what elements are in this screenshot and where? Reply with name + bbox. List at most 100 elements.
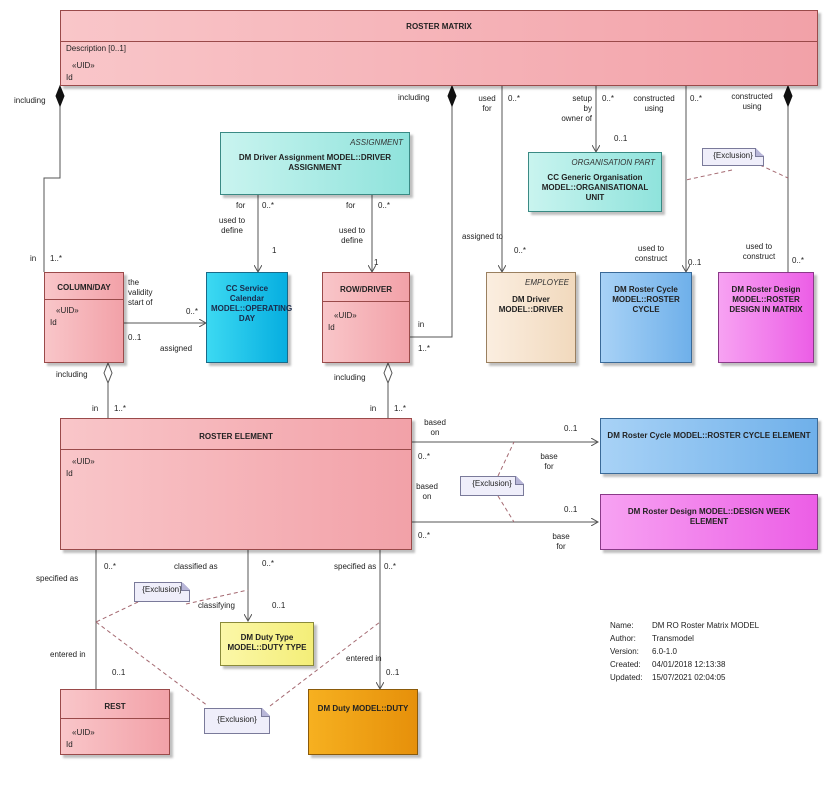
label-including-4: including xyxy=(334,373,366,382)
label-mult-od-many: 0..* xyxy=(186,307,199,316)
exclusion-link-mid-1 xyxy=(497,441,515,477)
roster-cycle-class[interactable]: DM Roster Cycle MODEL::ROSTER CYCLE xyxy=(600,272,692,363)
label-classified-as: classified as xyxy=(174,562,218,571)
meta-name: DM RO Roster Matrix MODEL xyxy=(652,621,760,630)
label-mult-org: 0..1 xyxy=(614,134,628,143)
label-base-for-1: base for xyxy=(540,452,558,471)
label-mult-ei2: 0..1 xyxy=(386,668,400,677)
driver-assignment-title: DM Driver Assignment MODEL::DRIVER ASSIG… xyxy=(238,153,392,172)
label-mult-cd: 0..1 xyxy=(128,333,142,342)
roster-design-title: DM Roster Design MODEL::ROSTER DESIGN IN… xyxy=(729,285,803,314)
roster-matrix-title: ROSTER MATRIX xyxy=(406,22,472,31)
roster-cycle-element-title: DM Roster Cycle MODEL::ROSTER CYCLE ELEM… xyxy=(607,431,811,440)
exclusion-link-top-2 xyxy=(759,164,789,179)
label-mult-assigned-to: 0..* xyxy=(514,246,527,255)
roster-element-attr-id: Id xyxy=(66,469,73,478)
duty-class[interactable]: DM Duty MODEL::DUTY xyxy=(308,689,418,755)
column-day-class[interactable]: COLUMN/DAY «UID» Id xyxy=(44,272,124,363)
label-mult-re2: 0..* xyxy=(418,531,431,540)
rest-separator xyxy=(61,718,169,719)
label-in-2: in xyxy=(418,320,425,329)
column-day-attr-id: Id xyxy=(50,318,57,327)
organisation-stereotype: ORGANISATION PART xyxy=(571,158,655,167)
label-mult-rce: 0..1 xyxy=(564,424,578,433)
label-mult-sa1: 0..* xyxy=(104,562,117,571)
label-for-1: for xyxy=(236,201,246,210)
operating-day-title: CC Service Calendar MODEL::OPERATING DAY xyxy=(211,284,293,323)
row-driver-class[interactable]: ROW/DRIVER «UID» Id xyxy=(322,272,410,363)
label-used-to-define-1: used to define xyxy=(218,216,246,235)
roster-element-uid-stereotype: «UID» xyxy=(72,457,95,466)
rest-attr-id: Id xyxy=(66,740,73,749)
label-mult-cycle: 0..1 xyxy=(688,258,702,267)
label-in-3: in xyxy=(92,404,99,413)
link-matrix-row xyxy=(410,105,453,338)
roster-element-class[interactable]: ROSTER ELEMENT «UID» Id xyxy=(60,418,412,550)
label-mult-da2: 0..* xyxy=(378,201,391,210)
exclusion-link-mid-2 xyxy=(497,495,515,523)
roster-matrix-class[interactable]: ROSTER MATRIX Description [0..1] «UID» I… xyxy=(60,10,818,86)
driver-class[interactable]: EMPLOYEE DM Driver MODEL::DRIVER xyxy=(486,272,576,363)
label-used-to-construct-2: used to construct xyxy=(742,242,776,261)
label-mult-cl: 0..1 xyxy=(272,601,286,610)
operating-day-class[interactable]: CC Service Calendar MODEL::OPERATING DAY xyxy=(206,272,293,363)
meta-version: 6.0-1.0 xyxy=(652,647,677,656)
roster-element-separator xyxy=(61,449,411,450)
row-driver-attr-id: Id xyxy=(328,323,335,332)
label-mult-cu1: 0..* xyxy=(690,94,703,103)
duty-type-class[interactable]: DM Duty Type MODEL::DUTY TYPE xyxy=(220,622,314,666)
exclusion-note-bottom[interactable]: {Exclusion} xyxy=(204,708,270,734)
label-including-3: including xyxy=(56,370,88,379)
driver-assignment-class[interactable]: ASSIGNMENT DM Driver Assignment MODEL::D… xyxy=(220,132,410,195)
meta-created: 04/01/2018 12:13:38 xyxy=(652,660,726,669)
column-day-separator xyxy=(45,299,123,300)
roster-cycle-element-class[interactable]: DM Roster Cycle MODEL::ROSTER CYCLE ELEM… xyxy=(600,418,818,474)
roster-matrix-uid-stereotype: «UID» xyxy=(72,61,95,70)
label-based-on-2: based on xyxy=(416,482,438,501)
label-assigned: assigned xyxy=(160,344,193,353)
aggregation-diamond-1 xyxy=(103,361,113,385)
column-day-title: COLUMN/DAY xyxy=(57,283,111,292)
rest-class[interactable]: REST «UID» Id xyxy=(60,689,170,755)
meta-name-label: Name: xyxy=(610,621,634,630)
label-used-to-construct-1: used to construct xyxy=(634,244,668,263)
organisation-class[interactable]: ORGANISATION PART CC Generic Organisatio… xyxy=(528,152,662,212)
label-specified-as-1: specified as xyxy=(36,574,79,583)
roster-matrix-attr-description: Description [0..1] xyxy=(66,44,127,53)
driver-assignment-stereotype: ASSIGNMENT xyxy=(350,138,403,147)
label-including-1: including xyxy=(14,96,46,105)
roster-matrix-separator xyxy=(61,41,817,42)
meta-updated: 15/07/2021 02:04:05 xyxy=(652,673,726,682)
composition-diamond-2 xyxy=(447,84,457,108)
label-constructed-using-2: constructed using xyxy=(731,92,773,111)
label-constructed-using-1: constructed using xyxy=(633,94,675,113)
meta-author-label: Author: xyxy=(610,634,636,643)
label-mult-da1: 0..* xyxy=(262,201,275,210)
exclusion-note-left[interactable]: {Exclusion} xyxy=(134,582,190,602)
label-used-to-define-2: used to define xyxy=(338,226,366,245)
column-day-uid-stereotype: «UID» xyxy=(56,306,79,315)
exclusion-note-mid[interactable]: {Exclusion} xyxy=(460,476,524,496)
meta-updated-label: Updated: xyxy=(610,673,643,682)
label-assigned-to: assigned to xyxy=(462,232,503,241)
label-mult-sa2: 0..* xyxy=(384,562,397,571)
duty-type-title: DM Duty Type MODEL::DUTY TYPE xyxy=(227,633,307,652)
exclusion-link-top-1 xyxy=(685,169,733,181)
meta-created-label: Created: xyxy=(610,660,641,669)
design-week-element-class[interactable]: DM Roster Design MODEL::DESIGN WEEK ELEM… xyxy=(600,494,818,550)
link-matrix-column xyxy=(43,105,61,272)
aggregation-diamond-2 xyxy=(383,361,393,385)
label-setup-by: setup by owner of xyxy=(561,94,592,123)
meta-version-label: Version: xyxy=(610,647,639,656)
exclusion-note-top[interactable]: {Exclusion} xyxy=(702,148,764,166)
label-mult-3: 1..* xyxy=(114,404,127,413)
label-entered-in-2: entered in xyxy=(346,654,382,663)
label-mult-1: 1..* xyxy=(50,254,63,263)
label-validity-start: the validity start of xyxy=(128,278,153,307)
exclusion-link-bottom-1 xyxy=(95,621,209,707)
duty-title: DM Duty MODEL::DUTY xyxy=(317,704,409,713)
label-for-2: for xyxy=(346,201,356,210)
roster-design-class[interactable]: DM Roster Design MODEL::ROSTER DESIGN IN… xyxy=(718,272,814,363)
roster-matrix-attr-id: Id xyxy=(66,73,73,82)
driver-title: DM Driver MODEL::DRIVER xyxy=(498,295,564,314)
